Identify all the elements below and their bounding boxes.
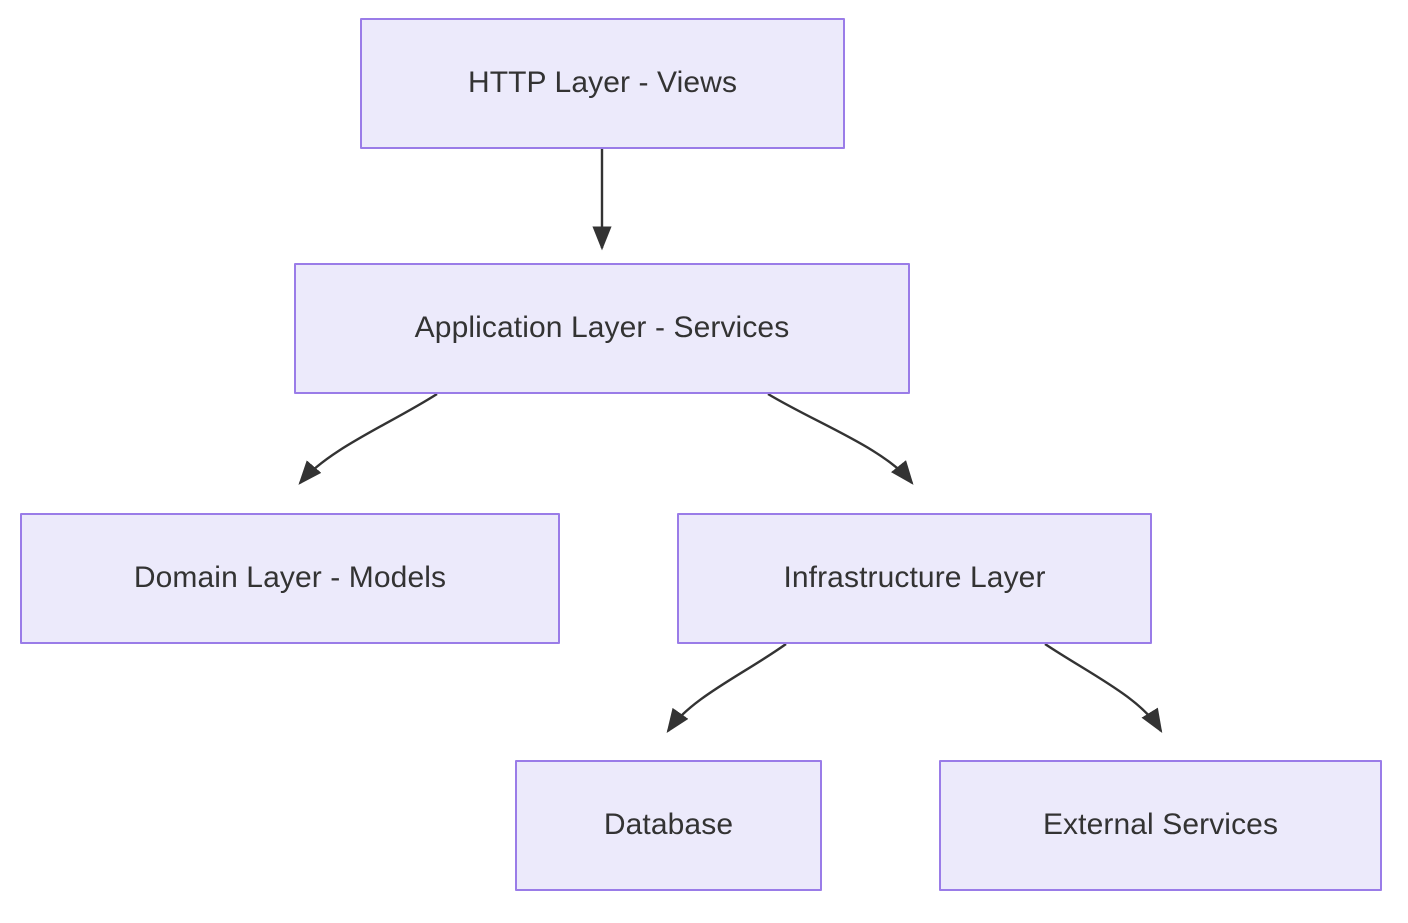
- node-database[interactable]: Database: [515, 760, 822, 891]
- node-label: HTTP Layer - Views: [467, 66, 738, 100]
- node-label: Application Layer - Services: [414, 311, 790, 345]
- edge-infrastructure-to-external: [1044, 643, 1163, 734]
- edge-application-to-domain: [298, 392, 438, 485]
- node-external-services[interactable]: External Services: [939, 760, 1382, 891]
- edge-application-to-infrastructure: [767, 392, 914, 485]
- node-application-layer-services[interactable]: Application Layer - Services: [294, 263, 910, 394]
- node-label: Database: [603, 808, 734, 842]
- node-label: Domain Layer - Models: [133, 561, 447, 595]
- node-domain-layer-models[interactable]: Domain Layer - Models: [20, 513, 560, 644]
- node-label: Infrastructure Layer: [783, 561, 1046, 595]
- node-infrastructure-layer[interactable]: Infrastructure Layer: [677, 513, 1152, 644]
- node-label: External Services: [1042, 808, 1279, 842]
- edge-infrastructure-to-database: [666, 643, 787, 733]
- node-http-layer-views[interactable]: HTTP Layer - Views: [360, 18, 845, 149]
